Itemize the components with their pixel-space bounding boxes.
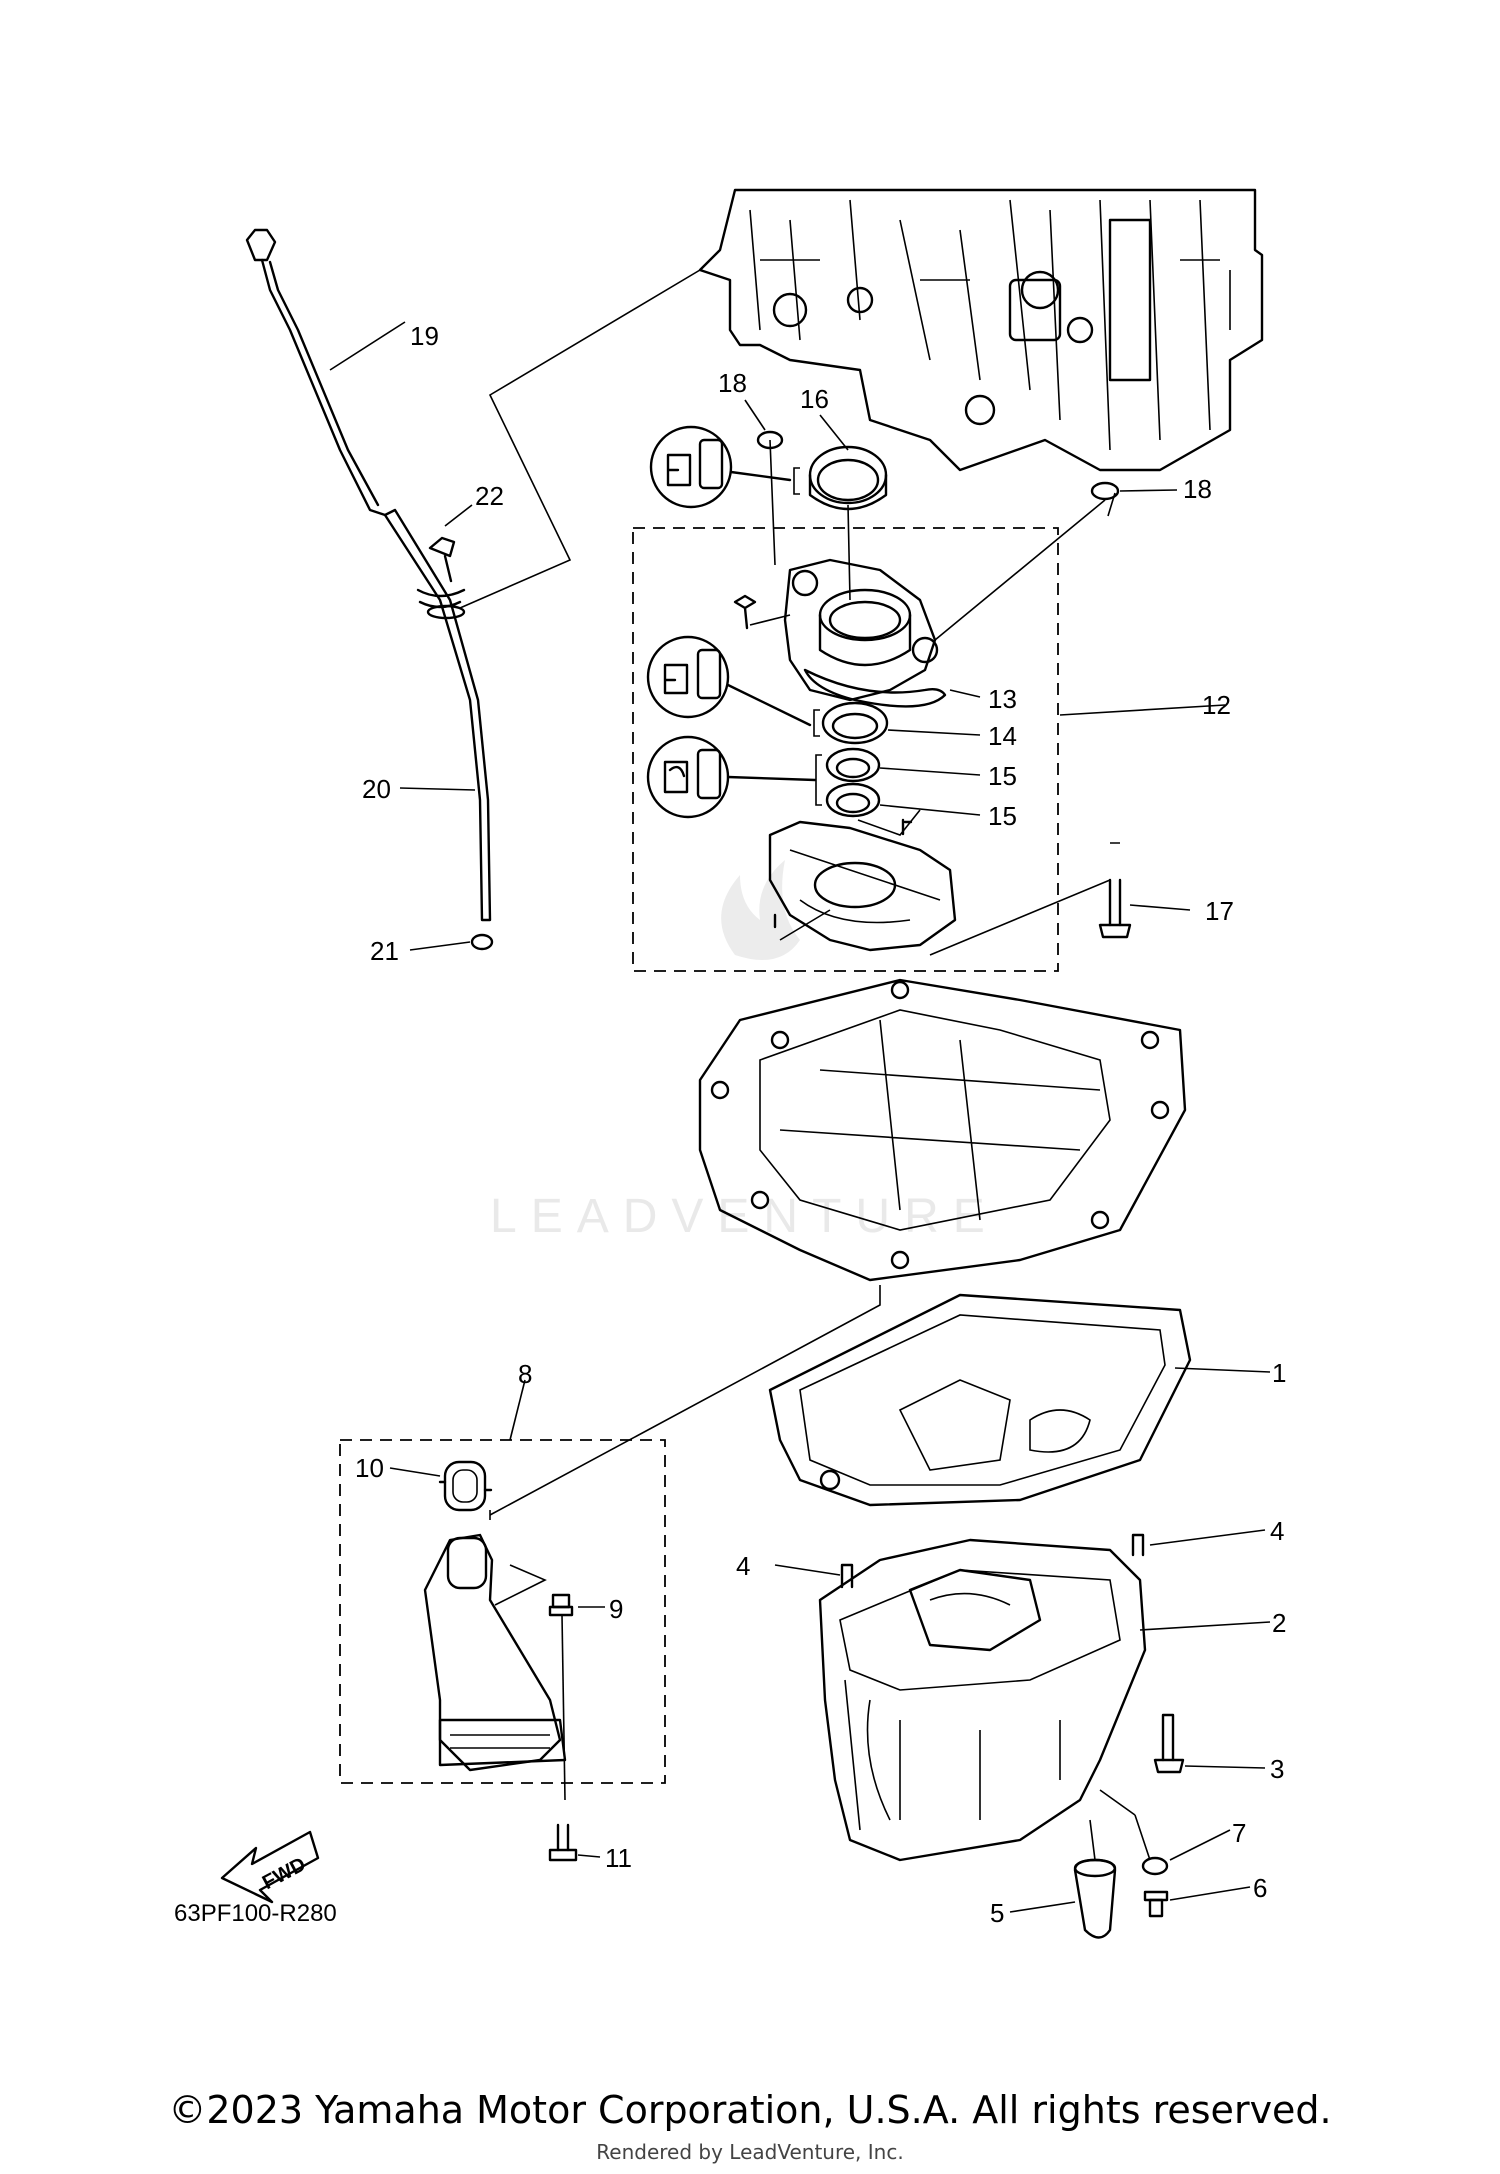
- dipstick: [245, 228, 387, 517]
- fwd-label: FWD: [259, 1853, 310, 1894]
- exhaust-assembly-line: [489, 1285, 881, 1516]
- bolt-9: [548, 1593, 574, 1801]
- bolt-11: [548, 1823, 578, 1862]
- callout-22: 22: [475, 481, 504, 511]
- oil-seal-15a: [825, 747, 881, 783]
- fwd-arrow: FWD: [220, 1830, 320, 1904]
- callout-21: 21: [370, 936, 399, 966]
- bolt-22: [428, 536, 456, 583]
- seal-detail-bubble-1: [649, 425, 800, 509]
- rendered-by-notice: Rendered by LeadVenture, Inc.: [596, 2140, 904, 2164]
- watermark: LEADVENTURE: [490, 860, 999, 1243]
- dowel-pin-4a: [840, 1563, 854, 1589]
- callout-6: 6: [1253, 1873, 1267, 1903]
- copyright-notice: ©2023 Yamaha Motor Corporation, U.S.A. A…: [168, 2088, 1332, 2132]
- callout-3: 3: [1270, 1754, 1284, 1784]
- bolt-17: [929, 842, 1132, 956]
- o-ring-21: [470, 933, 494, 951]
- dipstick-guide: [383, 508, 492, 922]
- callout-15-lower: 15: [988, 801, 1017, 831]
- callout-14: 14: [988, 721, 1017, 751]
- callout-20: 20: [362, 774, 391, 804]
- callout-9: 9: [609, 1594, 623, 1624]
- oil-pan-2: [818, 1538, 1147, 1862]
- callout-11: 11: [605, 1843, 632, 1873]
- oil-seal-14: [821, 701, 889, 745]
- upper-housing: [769, 439, 1106, 702]
- strainer-5: [1073, 1819, 1117, 1939]
- strainer-leader: [494, 1564, 547, 1606]
- callout-4-right: 4: [1270, 1516, 1284, 1546]
- bolt-3: [1153, 1713, 1185, 1774]
- callout-10: 10: [355, 1453, 384, 1483]
- assembly-box-12: [632, 527, 1059, 972]
- drain-bolt-6: [1143, 1890, 1169, 1918]
- exhaust-guide: [698, 978, 1187, 1282]
- callout-4-left: 4: [736, 1551, 750, 1581]
- callouts: 19 22 18 16 18 13 12 14 15 15 20 17 21 8…: [355, 321, 1286, 1928]
- oil-seal-16: [808, 445, 888, 511]
- seal-detail-bubble-3: [646, 735, 822, 819]
- engine-block: [698, 188, 1264, 472]
- gasket-1: [768, 1293, 1192, 1507]
- callout-7: 7: [1232, 1818, 1246, 1848]
- callout-16: 16: [800, 384, 829, 414]
- callout-19: 19: [410, 321, 439, 351]
- dowel-pin-4b: [1131, 1533, 1145, 1557]
- lower-housing: [768, 809, 957, 952]
- callout-18-right: 18: [1183, 474, 1212, 504]
- callout-17: 17: [1205, 896, 1234, 926]
- gasket-13: [803, 668, 947, 708]
- oil-strainer: [423, 1510, 567, 1772]
- gasket-10: [438, 1460, 493, 1512]
- callout-1: 1: [1272, 1358, 1286, 1388]
- watermark-text: LEADVENTURE: [490, 1190, 999, 1243]
- callout-13: 13: [988, 684, 1017, 714]
- seal-detail-bubble-2: [646, 635, 820, 737]
- callout-8: 8: [518, 1359, 532, 1389]
- assembly-box-8: [339, 1439, 666, 1784]
- callout-15-upper: 15: [988, 761, 1017, 791]
- oil-seal-15b: [825, 782, 881, 818]
- drain-leader: [1099, 1789, 1151, 1861]
- callout-leaders: [329, 321, 1271, 1913]
- housing-screw: [733, 594, 791, 630]
- callout-12: 12: [1202, 690, 1231, 720]
- diagram-code: 63PF100-R280: [174, 1900, 337, 1927]
- washer-7: [1141, 1856, 1169, 1876]
- assembly-line: [459, 269, 701, 609]
- callout-2: 2: [1272, 1608, 1286, 1638]
- callout-5: 5: [990, 1898, 1004, 1928]
- callout-18-top: 18: [718, 368, 747, 398]
- o-ring-18b: [1090, 481, 1120, 501]
